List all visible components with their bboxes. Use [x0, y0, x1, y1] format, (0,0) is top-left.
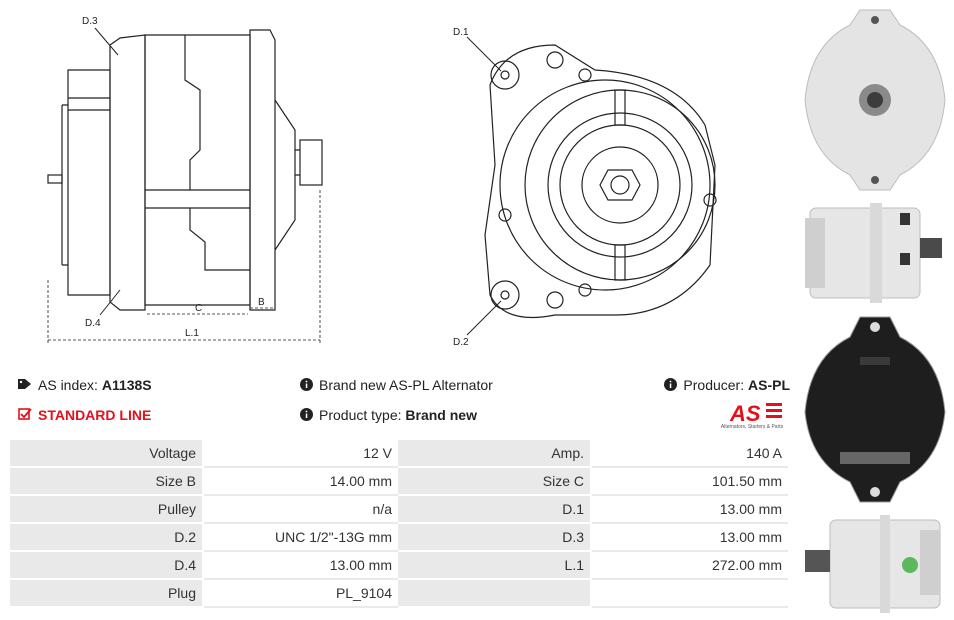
spec-value: 13.00 mm [592, 496, 788, 524]
spec-label: Amp. [398, 440, 592, 468]
tag-icon [18, 378, 32, 392]
spec-label: Pulley [10, 496, 204, 524]
check-square-icon [18, 408, 32, 422]
spec-label: Size B [10, 468, 204, 496]
producer-value: AS-PL [748, 377, 790, 393]
spec-value: 13.00 mm [592, 524, 788, 552]
side-view-drawing: D.3 D.4 C B L.1 [47, 16, 323, 345]
brand-info: Brand new AS-PL Alternator [300, 377, 493, 393]
spec-value: 140 A [592, 440, 788, 468]
logo-caption: Alternators, Starters & Parts [720, 424, 784, 430]
label-d2: D.2 [453, 337, 469, 348]
label-b: B [258, 297, 265, 308]
spec-value: PL_9104 [204, 580, 398, 608]
spec-label: Plug [10, 580, 204, 608]
spec-value: 272.00 mm [592, 552, 788, 580]
as-pl-logo: AS [729, 401, 782, 426]
spec-value: 13.00 mm [204, 552, 398, 580]
spec-label [398, 580, 592, 608]
logo-text: AS [729, 401, 761, 426]
spec-label: Voltage [10, 440, 204, 468]
product-photo-front [804, 9, 946, 191]
spec-value: n/a [204, 496, 398, 524]
spec-label: L.1 [398, 552, 592, 580]
spec-label: D.4 [10, 552, 204, 580]
product-photo-side [805, 203, 942, 303]
as-index: AS index: A1138S [18, 377, 152, 393]
spec-value [592, 580, 788, 608]
brand-line-text: Brand new AS-PL Alternator [319, 377, 493, 393]
standard-line-text: STANDARD LINE [38, 407, 152, 423]
label-c: C [195, 303, 202, 314]
label-d1: D.1 [453, 27, 469, 38]
as-index-label: AS index: [38, 377, 98, 393]
spec-label: D.2 [10, 524, 204, 552]
front-view-drawing: D.1 D.2 [453, 27, 717, 348]
spec-value: 12 V [204, 440, 398, 468]
standard-line-badge: STANDARD LINE [18, 407, 151, 423]
label-l1: L.1 [185, 328, 199, 339]
product-type-label: Product type: [319, 407, 402, 423]
product-type-info: Product type: Brand new [300, 407, 477, 423]
product-type-value: Brand new [405, 407, 477, 423]
spec-label: D.1 [398, 496, 592, 524]
product-photo-side-2 [805, 515, 941, 613]
spec-value: 101.50 mm [592, 468, 788, 496]
producer-label: Producer: [683, 377, 745, 393]
spec-value: UNC 1/2"-13G mm [204, 524, 398, 552]
product-photo-rear [804, 316, 946, 503]
label-d4: D.4 [85, 318, 101, 329]
producer-info: Producer: AS-PL [664, 377, 790, 393]
spec-label: D.3 [398, 524, 592, 552]
label-d3: D.3 [82, 16, 98, 27]
spec-value: 14.00 mm [204, 468, 398, 496]
as-index-value: A1138S [101, 377, 152, 393]
info-circle-icon [664, 377, 678, 393]
info-circle-icon [300, 377, 313, 393]
info-circle-icon [300, 407, 313, 423]
spec-label: Size C [398, 468, 592, 496]
